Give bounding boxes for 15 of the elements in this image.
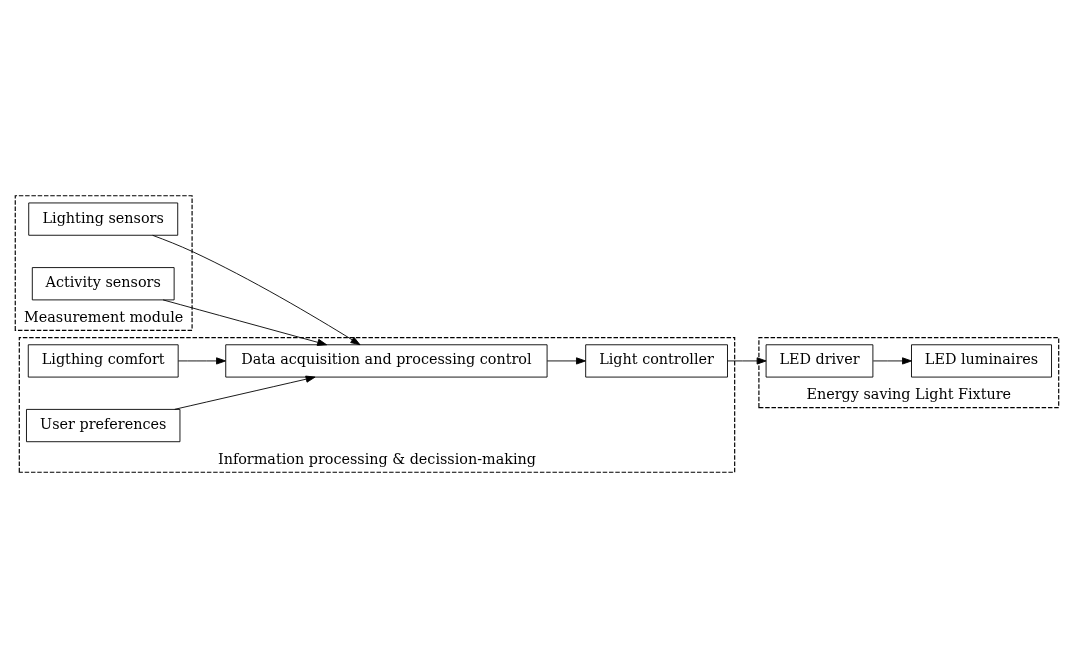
node-box: Activity sensors: [31, 266, 175, 300]
arrow: [546, 356, 586, 364]
arrow: [152, 234, 361, 345]
node-box: Data acquisition and processing control: [225, 343, 548, 378]
arrow: [162, 298, 328, 346]
node-box: LED luminaires: [911, 343, 1052, 378]
node-box: User preferences: [26, 408, 181, 442]
node-box: LED driver: [765, 343, 874, 378]
arrow: [872, 356, 912, 364]
node-box: Ligthing comfort: [27, 343, 179, 378]
arrow: [174, 375, 316, 410]
arrow: [727, 356, 767, 364]
node-box: Light controller: [585, 343, 728, 378]
node-box: Lighting sensors: [28, 202, 179, 236]
arrow: [177, 356, 226, 364]
